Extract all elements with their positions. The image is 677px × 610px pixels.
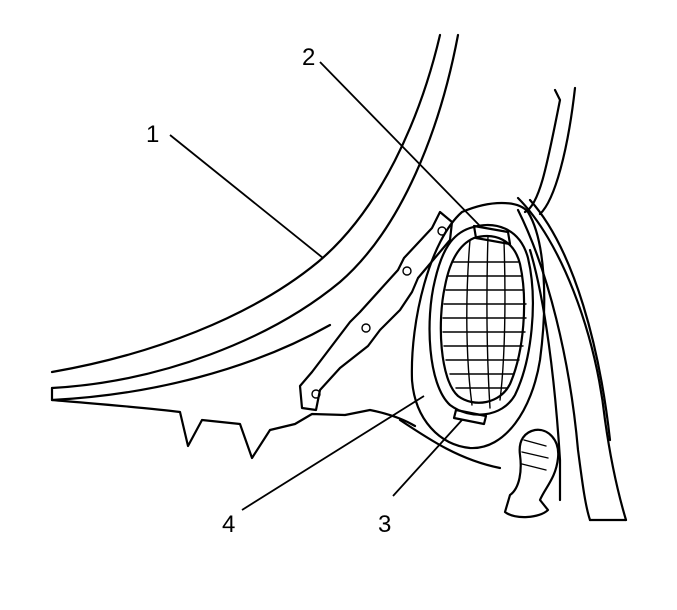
- vent-housing: [398, 202, 546, 470]
- callout-4: 4: [222, 511, 235, 538]
- windshield-frame: [50, 33, 460, 402]
- leader-line-1: [169, 134, 324, 259]
- bracket-hole: [361, 323, 371, 333]
- leader-lines: [169, 61, 481, 511]
- mounting-bracket: [298, 210, 454, 412]
- callouts: 1 2 3 4: [146, 44, 391, 538]
- bracket-hole: [402, 266, 412, 276]
- grille-top-tab: [472, 224, 512, 246]
- pillar-trim-panel: [516, 86, 628, 522]
- leader-line-2: [319, 61, 481, 227]
- lower-clip: [503, 428, 560, 519]
- callout-2: 2: [302, 44, 315, 71]
- callout-3: 3: [378, 511, 391, 538]
- grille-bottom-tab: [452, 408, 488, 426]
- bracket-hole: [311, 389, 321, 399]
- leader-line-3: [392, 419, 463, 497]
- callout-1: 1: [146, 121, 159, 148]
- vent-grille: [428, 224, 534, 426]
- leader-line-4: [241, 395, 425, 511]
- dash-panel-edge: [50, 398, 417, 460]
- grille-louvers: [442, 235, 527, 409]
